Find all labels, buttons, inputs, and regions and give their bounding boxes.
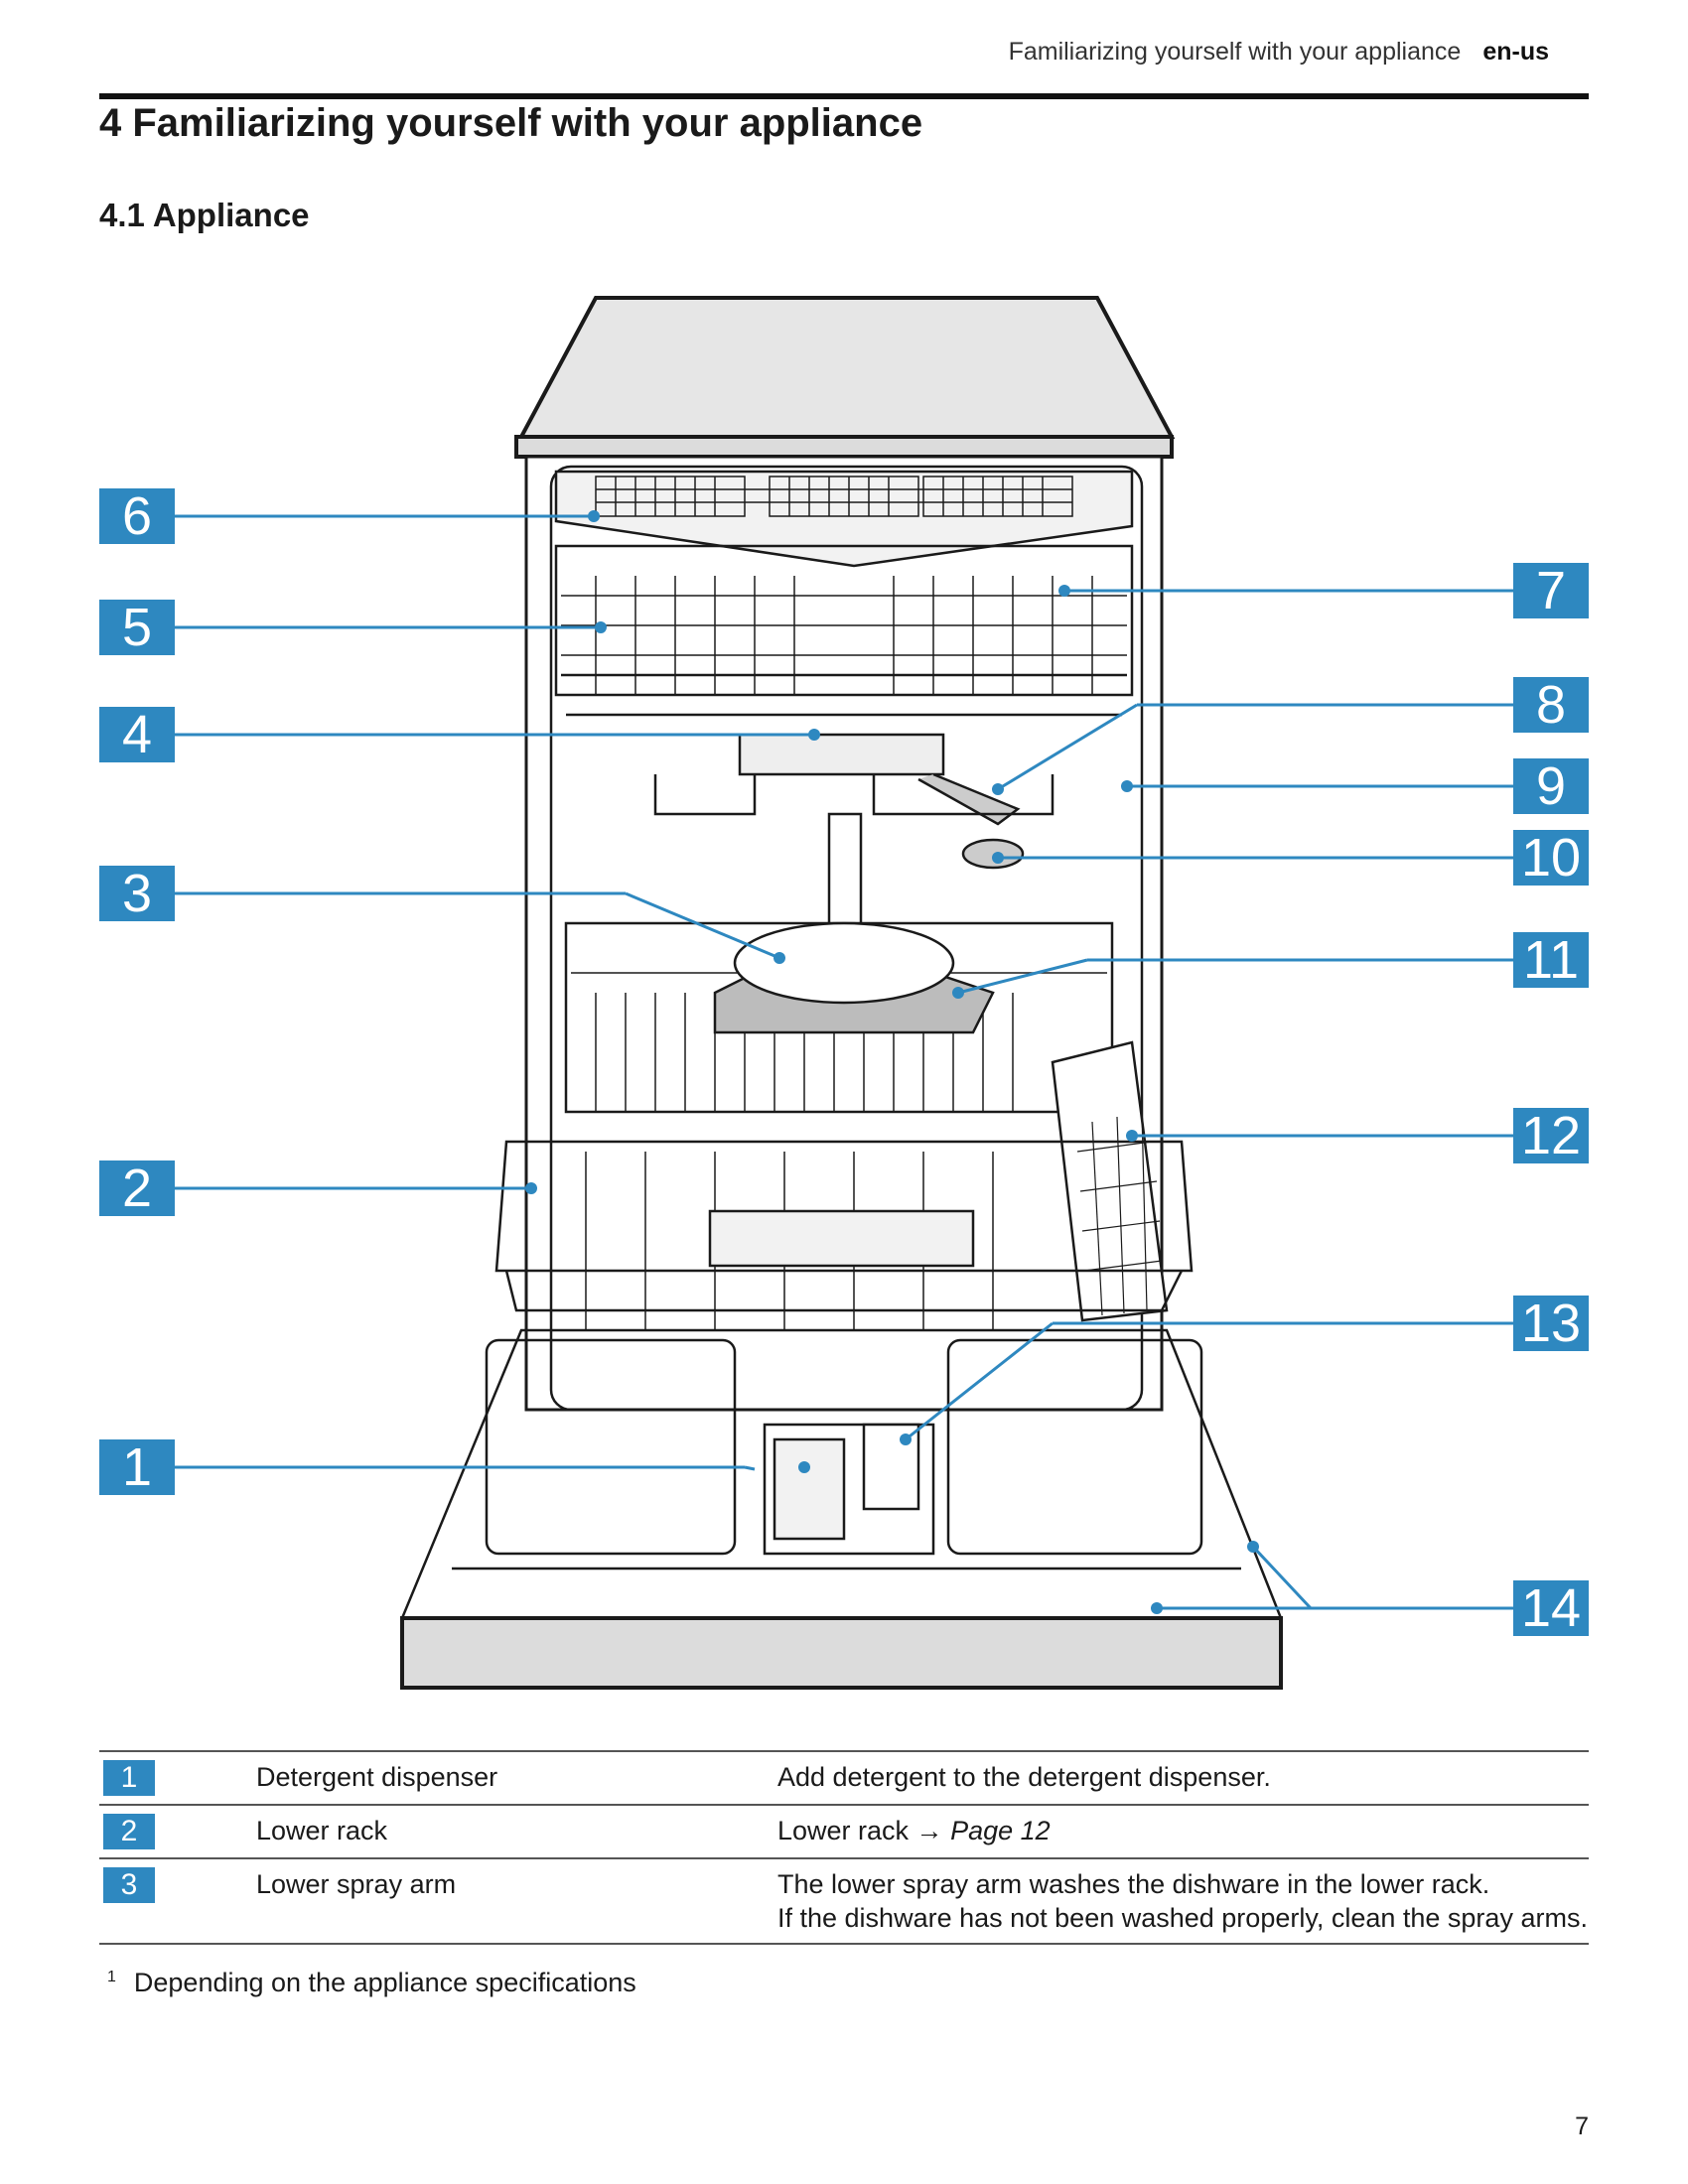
callout-7: 7 (1513, 563, 1589, 618)
legend-number: 2 (103, 1814, 155, 1849)
legend-name: Lower rack (256, 1816, 388, 1845)
legend-description: The lower spray arm washes the dishware … (777, 1869, 1588, 1933)
callout-4: 4 (99, 707, 175, 762)
footnote: 1 Depending on the appliance specificatio… (107, 1968, 636, 1998)
callout-6: 6 (99, 488, 175, 544)
page-reference-link[interactable]: Page 12 (950, 1816, 1051, 1845)
footnote-marker: 1 (107, 1969, 116, 1985)
page-number: 7 (1575, 2113, 1589, 2140)
section-subtitle: 4.1 Appliance (99, 197, 310, 233)
running-title: Familiarizing yourself with your applian… (1008, 38, 1462, 66)
callout-5: 5 (99, 600, 175, 655)
legend-row: 2 Lower rack Lower rack → Page 12 (99, 1805, 1589, 1858)
legend-name: Lower spray arm (256, 1869, 457, 1899)
legend-row: 3 Lower spray arm The lower spray arm wa… (99, 1858, 1589, 1944)
callout-8: 8 (1513, 677, 1589, 733)
callout-11: 11 (1513, 932, 1589, 988)
callout-1: 1 (99, 1439, 175, 1495)
callout-12: 12 (1513, 1108, 1589, 1163)
callout-14: 14 (1513, 1580, 1589, 1636)
footnote-text: Depending on the appliance specification… (133, 1968, 636, 1997)
legend-row: 1 Detergent dispenser Add detergent to t… (99, 1751, 1589, 1805)
dishwasher-drawing (174, 296, 1514, 1690)
language-code: en-us (1482, 38, 1549, 66)
callout-10: 10 (1513, 830, 1589, 886)
header-rule (99, 93, 1589, 99)
callout-2: 2 (99, 1160, 175, 1216)
legend-name: Detergent dispenser (256, 1762, 498, 1792)
section-title: 4 Familiarizing yourself with your appli… (99, 101, 923, 145)
legend-description-cell: Lower rack → Page 12 (777, 1805, 1589, 1858)
legend-table: 1 Detergent dispenser Add detergent to t… (99, 1750, 1589, 1945)
callout-3: 3 (99, 866, 175, 921)
legend-number: 3 (103, 1867, 155, 1903)
legend-number: 1 (103, 1760, 155, 1796)
legend-description: Add detergent to the detergent dispenser… (777, 1762, 1271, 1792)
callout-9: 9 (1513, 758, 1589, 814)
callout-13: 13 (1513, 1296, 1589, 1351)
appliance-figure: 6 5 4 3 2 1 7 8 9 10 11 12 13 14 (0, 278, 1688, 1707)
legend-description: Lower rack → (777, 1816, 951, 1845)
running-header: Familiarizing yourself with your applian… (1009, 38, 1549, 67)
